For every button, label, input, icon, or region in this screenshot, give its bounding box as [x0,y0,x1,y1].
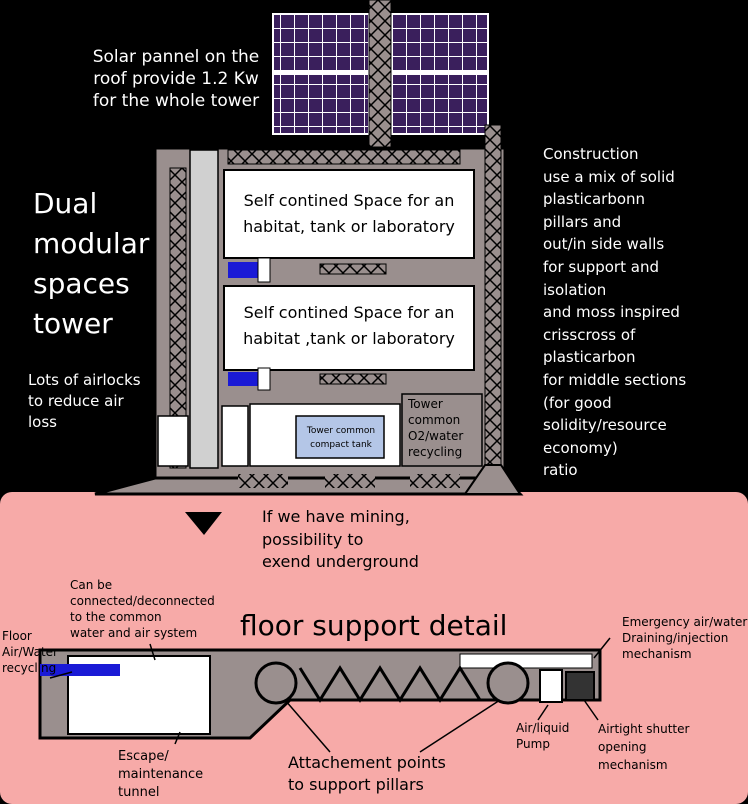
shutter-label: Airtight shutter opening mechanism [598,722,690,772]
pump-label: Air/liquid Pump [516,721,570,751]
compact-tank [295,415,385,459]
solar-panels [272,0,489,151]
attachment-points-label: Attachement points to support pillars [288,753,446,794]
floor-detail-title: floor support detail [240,609,508,642]
leader-lines [49,637,611,753]
down-arrow [185,512,222,535]
space-lower-box [223,285,475,371]
shutter-box [565,671,595,701]
space-upper-box [223,169,475,259]
tower-body [94,124,524,496]
tank-label: Tower common compact tank [306,426,376,450]
space-lower-label: Self contined Space for an habitat ,tank… [243,303,455,348]
tower-title: Dual modular spaces tower [33,187,150,340]
floor-recycling-label: Floor Air/Water recycling [2,629,58,675]
airlocks-note: Lots of airlocks to reduce air loss [28,371,141,431]
mining-note: If we have mining, possibility to exend … [262,507,419,571]
recycling-label: Tower common O2/water recycling [408,397,464,459]
escape-tunnel-label: Escape/ maintenance tunnel [118,749,204,800]
emergency-label: Emergency air/water Draining/injection m… [622,615,748,661]
construction-note: Construction use a mix of solid plastica… [543,145,687,480]
solar-note: Solar pannel on the roof provide 1.2 Kw … [92,47,260,111]
connect-note: Can be connected/deconnected to the comm… [70,578,215,640]
pump-box [539,669,563,703]
space-upper-label: Self contined Space for an habitat, tank… [243,191,455,236]
floor-slab [38,648,602,740]
